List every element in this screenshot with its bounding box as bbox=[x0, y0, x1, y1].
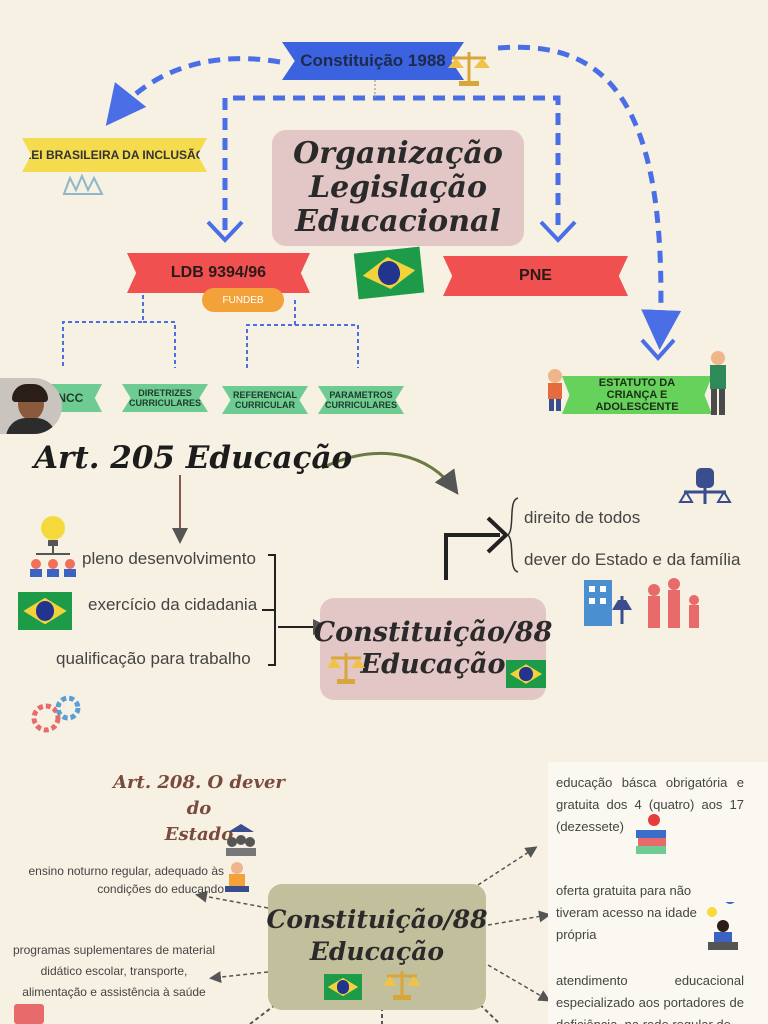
students-icon bbox=[224, 822, 258, 858]
title-line1: Organização bbox=[293, 137, 503, 171]
diretrizes-ribbon: DIRETRIZES CURRICULARES bbox=[122, 384, 208, 412]
title-line3: Educacional bbox=[295, 205, 501, 239]
reading-child-icon bbox=[222, 860, 252, 894]
brazil-flag-icon bbox=[354, 247, 424, 300]
scales-icon-2 bbox=[326, 650, 366, 686]
dever-text: dever do Estado e da família bbox=[524, 550, 740, 570]
cidadania-text: exercício da cidadania bbox=[88, 595, 257, 615]
oferta-text: oferta gratuita para não tiveram acesso … bbox=[556, 880, 704, 946]
gears-icon bbox=[30, 694, 84, 734]
fundeb-badge: FUNDEB bbox=[202, 288, 284, 312]
art208-heading-line1: Art. 208. O dever do bbox=[106, 770, 292, 822]
ldb-ribbon: LDB 9394/96 bbox=[127, 253, 310, 293]
arrow-to-lei-inclusao bbox=[112, 59, 280, 118]
parametros-label: PARAMETROS CURRICULARES bbox=[318, 390, 404, 410]
programas-text: programas suplementares de material didá… bbox=[8, 940, 220, 1003]
referencial-ribbon: REFERENCIAL CURRICULAR bbox=[222, 386, 308, 414]
constituicao-box-208: Constituição/88 Educação bbox=[268, 884, 486, 1010]
constituicao-1988-label: Constituição 1988 bbox=[300, 51, 446, 71]
teen-icon bbox=[706, 350, 730, 416]
title-line2: Legislação bbox=[309, 171, 487, 205]
art205-heading: Art. 205 Educação bbox=[34, 440, 352, 476]
pne-ribbon: PNE bbox=[443, 256, 628, 296]
lightbulb-team-icon bbox=[28, 512, 78, 578]
atendimento-text: atendimento educacional especializado ao… bbox=[556, 970, 744, 1024]
direito-text: direito de todos bbox=[524, 508, 640, 528]
state-building-icon bbox=[580, 576, 634, 628]
pleno-text: pleno desenvolvimento bbox=[82, 549, 256, 569]
art208-heading-line2: Estado bbox=[106, 822, 292, 848]
qualificacao-text: qualificação para trabalho bbox=[56, 649, 251, 669]
eca-label: ESTATUTO DA CRIANÇA E ADOLESCENTE bbox=[562, 377, 712, 413]
constituicao-1988-ribbon: Constituição 1988 bbox=[282, 42, 464, 80]
scales-icon-3 bbox=[382, 968, 422, 1002]
box208-line1: Constituição/88 bbox=[266, 904, 487, 936]
ldb-label: LDB 9394/96 bbox=[171, 264, 266, 282]
box205-line2: Educação bbox=[361, 649, 506, 681]
brazil-flag-icon-3 bbox=[506, 660, 546, 688]
hands-icon bbox=[60, 170, 106, 198]
box208-line2: Educação bbox=[310, 936, 444, 968]
lei-inclusao-label: LEI BRASILEIRA DA INCLUSÃO bbox=[24, 148, 205, 162]
parametros-ribbon: PARAMETROS CURRICULARES bbox=[318, 386, 404, 414]
brazil-flag-icon-4 bbox=[324, 974, 362, 1000]
justice-fist-icon bbox=[678, 466, 732, 508]
child-icon bbox=[544, 368, 566, 412]
fundeb-label: FUNDEB bbox=[222, 295, 263, 306]
family-icon bbox=[644, 576, 706, 630]
noturno-text: ensino noturno regular, adequado às cond… bbox=[8, 862, 224, 898]
pne-label: PNE bbox=[519, 267, 552, 285]
title-box: Organização Legislação Educacional bbox=[272, 130, 524, 246]
eca-ribbon: ESTATUTO DA CRIANÇA E ADOLESCENTE bbox=[562, 376, 712, 414]
scales-icon bbox=[446, 48, 492, 88]
notebook-icon bbox=[14, 1004, 44, 1024]
lei-inclusao-ribbon: LEI BRASILEIRA DA INCLUSÃO bbox=[22, 138, 207, 172]
brazil-flag-icon-2 bbox=[18, 592, 72, 630]
art208-heading: Art. 208. O dever do Estado bbox=[106, 770, 292, 848]
books-apple-icon bbox=[632, 812, 670, 858]
box205-line1: Constituição/88 bbox=[314, 617, 553, 649]
webcam-avatar bbox=[0, 378, 62, 434]
teacher-computer-icon bbox=[700, 902, 746, 952]
referencial-label: REFERENCIAL CURRICULAR bbox=[222, 390, 308, 410]
diretrizes-label: DIRETRIZES CURRICULARES bbox=[122, 388, 208, 408]
